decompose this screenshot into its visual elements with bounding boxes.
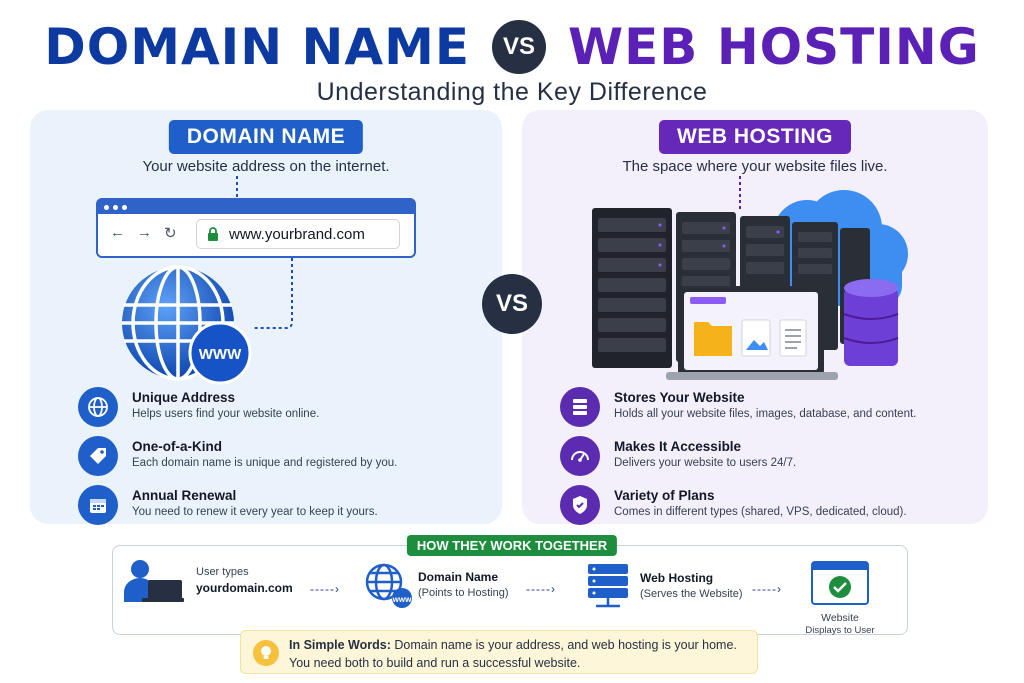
feature-title: Makes It Accessible xyxy=(614,439,742,454)
feature-annual-renewal: Annual Renewal You need to renew it ever… xyxy=(78,485,397,525)
feature-desc: Each domain name is unique and registere… xyxy=(132,457,398,469)
flow-www-badge: www xyxy=(392,595,412,604)
speedometer-icon xyxy=(560,436,600,476)
hosting-panel-tag: WEB HOSTING xyxy=(659,120,851,154)
feature-unique-address: Unique Address Helps users find your web… xyxy=(78,387,397,427)
shield-icon xyxy=(560,485,600,525)
feature-one-of-a-kind: One-of-a-Kind Each domain name is unique… xyxy=(78,436,397,476)
hosting-panel-description: The space where your website files live. xyxy=(622,158,888,175)
back-arrow-icon[interactable]: ← xyxy=(110,224,125,241)
title-vs-badge: VS xyxy=(492,20,546,74)
flow-website-sub: Displays to User xyxy=(805,625,875,637)
feature-title: Stores Your Website xyxy=(614,390,745,405)
server-icon xyxy=(560,387,600,427)
address-bar[interactable]: www.yourbrand.com xyxy=(196,219,400,249)
feature-desc: Holds all your website files, images, da… xyxy=(614,408,917,420)
flow-arrow-icon: -----› xyxy=(752,582,782,596)
flow-website-title: Website xyxy=(821,612,859,624)
feature-stores-website: Stores Your Website Holds all your websi… xyxy=(560,387,916,427)
tag-icon xyxy=(78,436,118,476)
feature-desc: Helps users find your website online. xyxy=(132,408,320,420)
domain-globe-icon: www xyxy=(365,563,412,608)
flow-domain: www Domain Name (Points to Hosting) xyxy=(364,562,508,608)
flow-domain-sub: (Points to Hosting) xyxy=(418,587,509,599)
flow-website: Website Displays to User xyxy=(804,560,876,638)
lock-icon xyxy=(208,227,218,241)
lightbulb-icon xyxy=(253,640,279,666)
flow-arrow-icon: -----› xyxy=(526,582,556,596)
feature-makes-accessible: Makes It Accessible Delivers your websit… xyxy=(560,436,916,476)
feature-title: Annual Renewal xyxy=(132,488,237,503)
flow-user: User types yourdomain.com xyxy=(120,558,293,604)
feature-variety-plans: Variety of Plans Comes in different type… xyxy=(560,485,916,525)
flow-user-domain: yourdomain.com xyxy=(196,581,293,595)
flow-user-line1: User types xyxy=(196,566,249,579)
hosting-features: Stores Your Website Holds all your websi… xyxy=(560,387,916,534)
subtitle: Understanding the Key Difference xyxy=(316,78,708,106)
simple-words-box: In Simple Words: Domain name is your add… xyxy=(240,630,758,674)
title-domain-name: DOMAIN NAME xyxy=(44,18,470,76)
globe-icon xyxy=(78,387,118,427)
hosting-panel: WEB HOSTING The space where your website… xyxy=(522,110,988,525)
simple-words-label: In Simple Words: xyxy=(289,638,391,652)
domain-panel-tag: DOMAIN NAME xyxy=(168,120,364,154)
address-bar-url: www.yourbrand.com xyxy=(229,225,365,243)
feature-title: One-of-a-Kind xyxy=(132,439,222,454)
browser-titlebar xyxy=(98,200,414,214)
simple-words-line1: Domain name is your address, and web hos… xyxy=(394,638,737,652)
user-laptop-icon xyxy=(124,560,184,602)
feature-title: Unique Address xyxy=(132,390,236,405)
domain-panel-description: Your website address on the internet. xyxy=(142,158,390,175)
server-rack-illustration xyxy=(592,176,908,380)
feature-desc: Delivers your website to users 24/7. xyxy=(614,457,797,469)
www-badge: WWW xyxy=(199,346,242,363)
flow-hosting: Web Hosting (Serves the Website) xyxy=(584,562,743,610)
forward-arrow-icon[interactable]: → xyxy=(137,224,152,241)
domain-panel: DOMAIN NAME Your website address on the … xyxy=(30,110,502,525)
how-they-work-tag: HOW THEY WORK TOGETHER xyxy=(406,535,618,556)
simple-words-line2: You need both to build and run a success… xyxy=(289,655,581,670)
globe-icon: WWW xyxy=(122,265,252,385)
flow-arrow-icon: -----› xyxy=(310,582,340,596)
feature-desc: Comes in different types (shared, VPS, d… xyxy=(614,506,907,518)
domain-connector-lines xyxy=(236,176,293,329)
flow-hosting-title: Web Hosting xyxy=(640,571,714,586)
title-row: DOMAIN NAME VS WEB HOSTING xyxy=(0,18,1024,76)
reload-icon[interactable]: ↻ xyxy=(164,225,177,242)
hosting-server-icon xyxy=(588,564,628,608)
website-check-icon xyxy=(811,561,869,605)
browser-nav: ← → ↻ xyxy=(110,224,177,242)
browser-window: ← → ↻ www.yourbrand.com xyxy=(96,198,416,258)
title-web-hosting: WEB HOSTING xyxy=(568,18,980,76)
flow-domain-title: Domain Name xyxy=(418,570,499,585)
calendar-icon xyxy=(78,485,118,525)
feature-desc: You need to renew it every year to keep … xyxy=(132,506,378,518)
feature-title: Variety of Plans xyxy=(614,488,715,503)
center-vs-badge: VS xyxy=(482,274,542,334)
flow-hosting-sub: (Serves the Website) xyxy=(640,588,743,600)
domain-features: Unique Address Helps users find your web… xyxy=(78,387,397,534)
